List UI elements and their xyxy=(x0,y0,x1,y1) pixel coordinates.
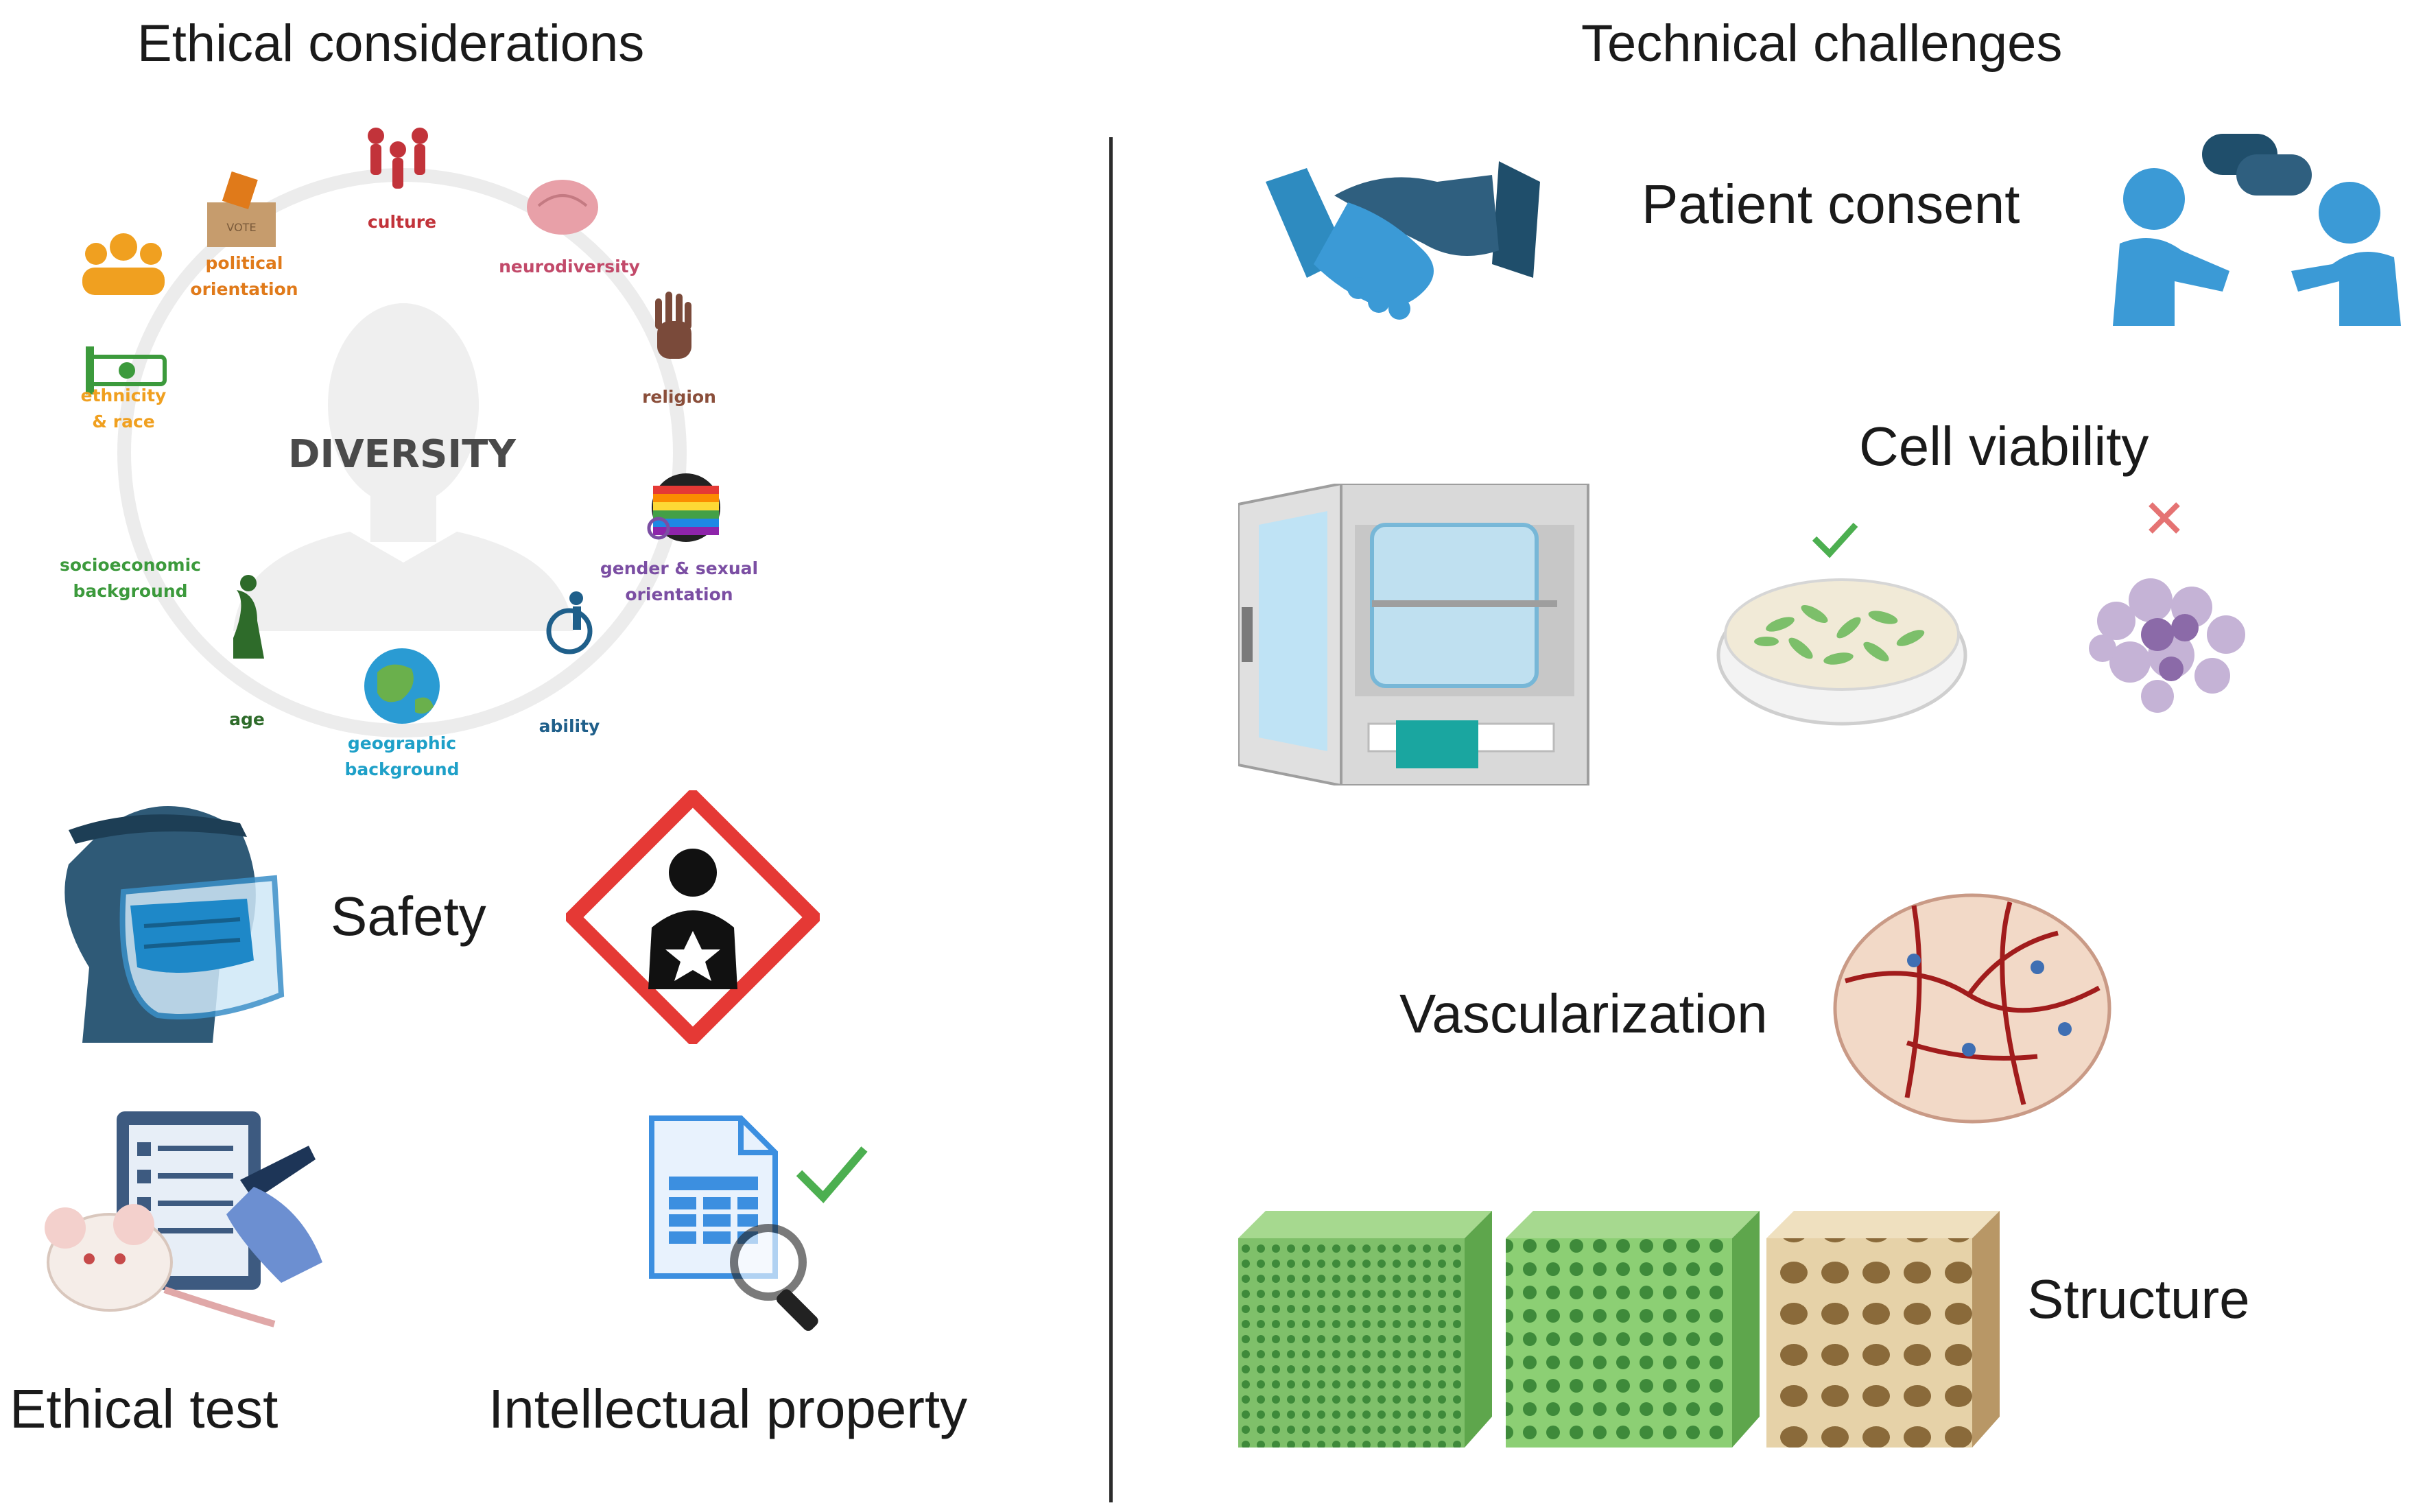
right-panel-title: Technical challenges xyxy=(1581,14,2063,73)
safety-label: Safety xyxy=(331,886,486,947)
petri-dish-icon xyxy=(1712,504,1972,731)
vote-box-text: VOTE xyxy=(226,221,256,234)
diversity-wheel: VOTE DIVERSITY culture neurodiversity re… xyxy=(27,110,789,803)
diversity-label-age: age xyxy=(229,709,265,729)
diversity-label-culture: culture xyxy=(367,212,437,232)
ethical-test-label: Ethical test xyxy=(10,1378,279,1439)
left-panel-title: Ethical considerations xyxy=(137,14,645,73)
vascularization-label: Vascularization xyxy=(1399,983,1768,1044)
handshake-icon xyxy=(1266,141,1540,340)
patient-consent-label: Patient consent xyxy=(1642,174,2020,235)
dead-cells-icon xyxy=(2075,497,2267,724)
cell-viability-label: Cell viability xyxy=(1859,416,2149,477)
diversity-label-ethnicity: ethnicity& race xyxy=(80,386,167,432)
health-hazard-icon xyxy=(566,790,820,1044)
document-search-icon xyxy=(645,1111,871,1331)
conversation-icon xyxy=(2113,134,2401,326)
face-shield-icon xyxy=(41,789,288,1043)
intellectual-property-label: Intellectual property xyxy=(488,1378,968,1439)
diversity-center-label: DIVERSITY xyxy=(288,432,516,477)
diversity-label-religion: religion xyxy=(642,387,716,407)
panel-divider xyxy=(1109,137,1113,1502)
diversity-label-ability: ability xyxy=(539,716,600,736)
structure-label: Structure xyxy=(2027,1268,2250,1330)
scaffold-icon xyxy=(1238,1211,2010,1448)
incubator-icon xyxy=(1238,484,1595,785)
ethical-test-icon xyxy=(34,1105,336,1331)
vascularized-sphere-icon xyxy=(1832,892,2113,1125)
diversity-label-neurodiversity: neurodiversity xyxy=(499,257,640,276)
